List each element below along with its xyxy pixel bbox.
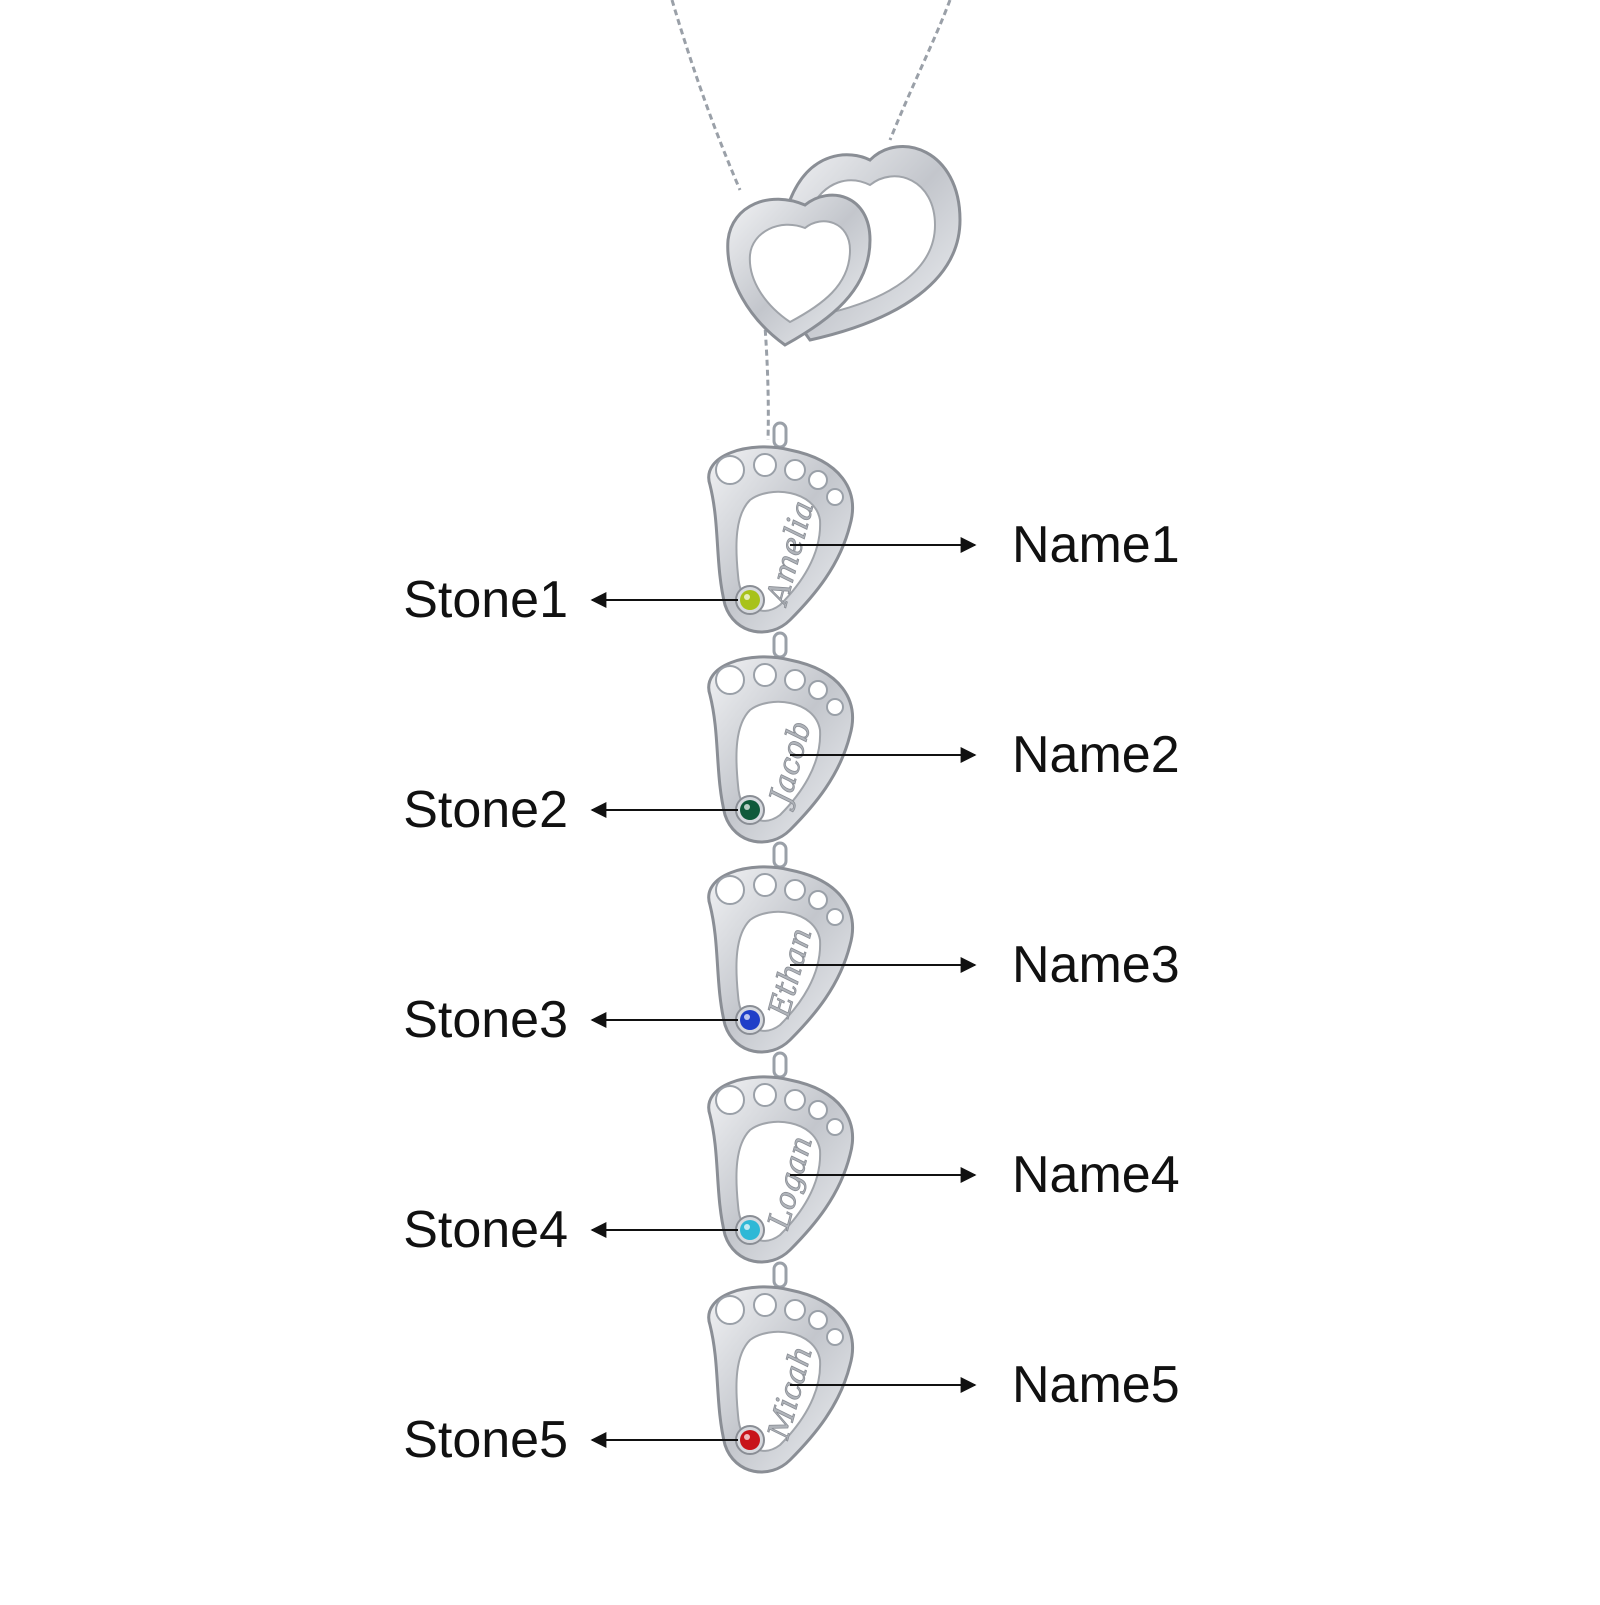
stone-label: Stone3: [403, 991, 568, 1049]
name-label: Name4: [1012, 1146, 1180, 1204]
stone-label: Stone4: [403, 1201, 568, 1259]
neck-chain: [670, 0, 952, 441]
double-heart-pendant: [726, 145, 962, 347]
birthstone: [740, 590, 760, 610]
label-arrows: [590, 537, 977, 1448]
foot-charm: Logan: [707, 1051, 854, 1264]
birthstone: [740, 1220, 760, 1240]
stone-label: Stone5: [403, 1411, 568, 1469]
stone-label: Stone2: [403, 781, 568, 839]
foot-charm: Amelia: [707, 421, 854, 634]
name-label: Name3: [1012, 936, 1180, 994]
foot-charm: Jacob: [707, 631, 854, 844]
stone-label: Stone1: [403, 571, 568, 629]
birthstone: [740, 800, 760, 820]
name-label: Name2: [1012, 726, 1180, 784]
foot-charm: Micah: [707, 1261, 854, 1474]
name-label: Name1: [1012, 516, 1180, 574]
birthstone: [740, 1430, 760, 1450]
birthstone: [740, 1010, 760, 1030]
foot-charm: Ethan: [707, 841, 854, 1054]
name-label: Name5: [1012, 1356, 1180, 1414]
